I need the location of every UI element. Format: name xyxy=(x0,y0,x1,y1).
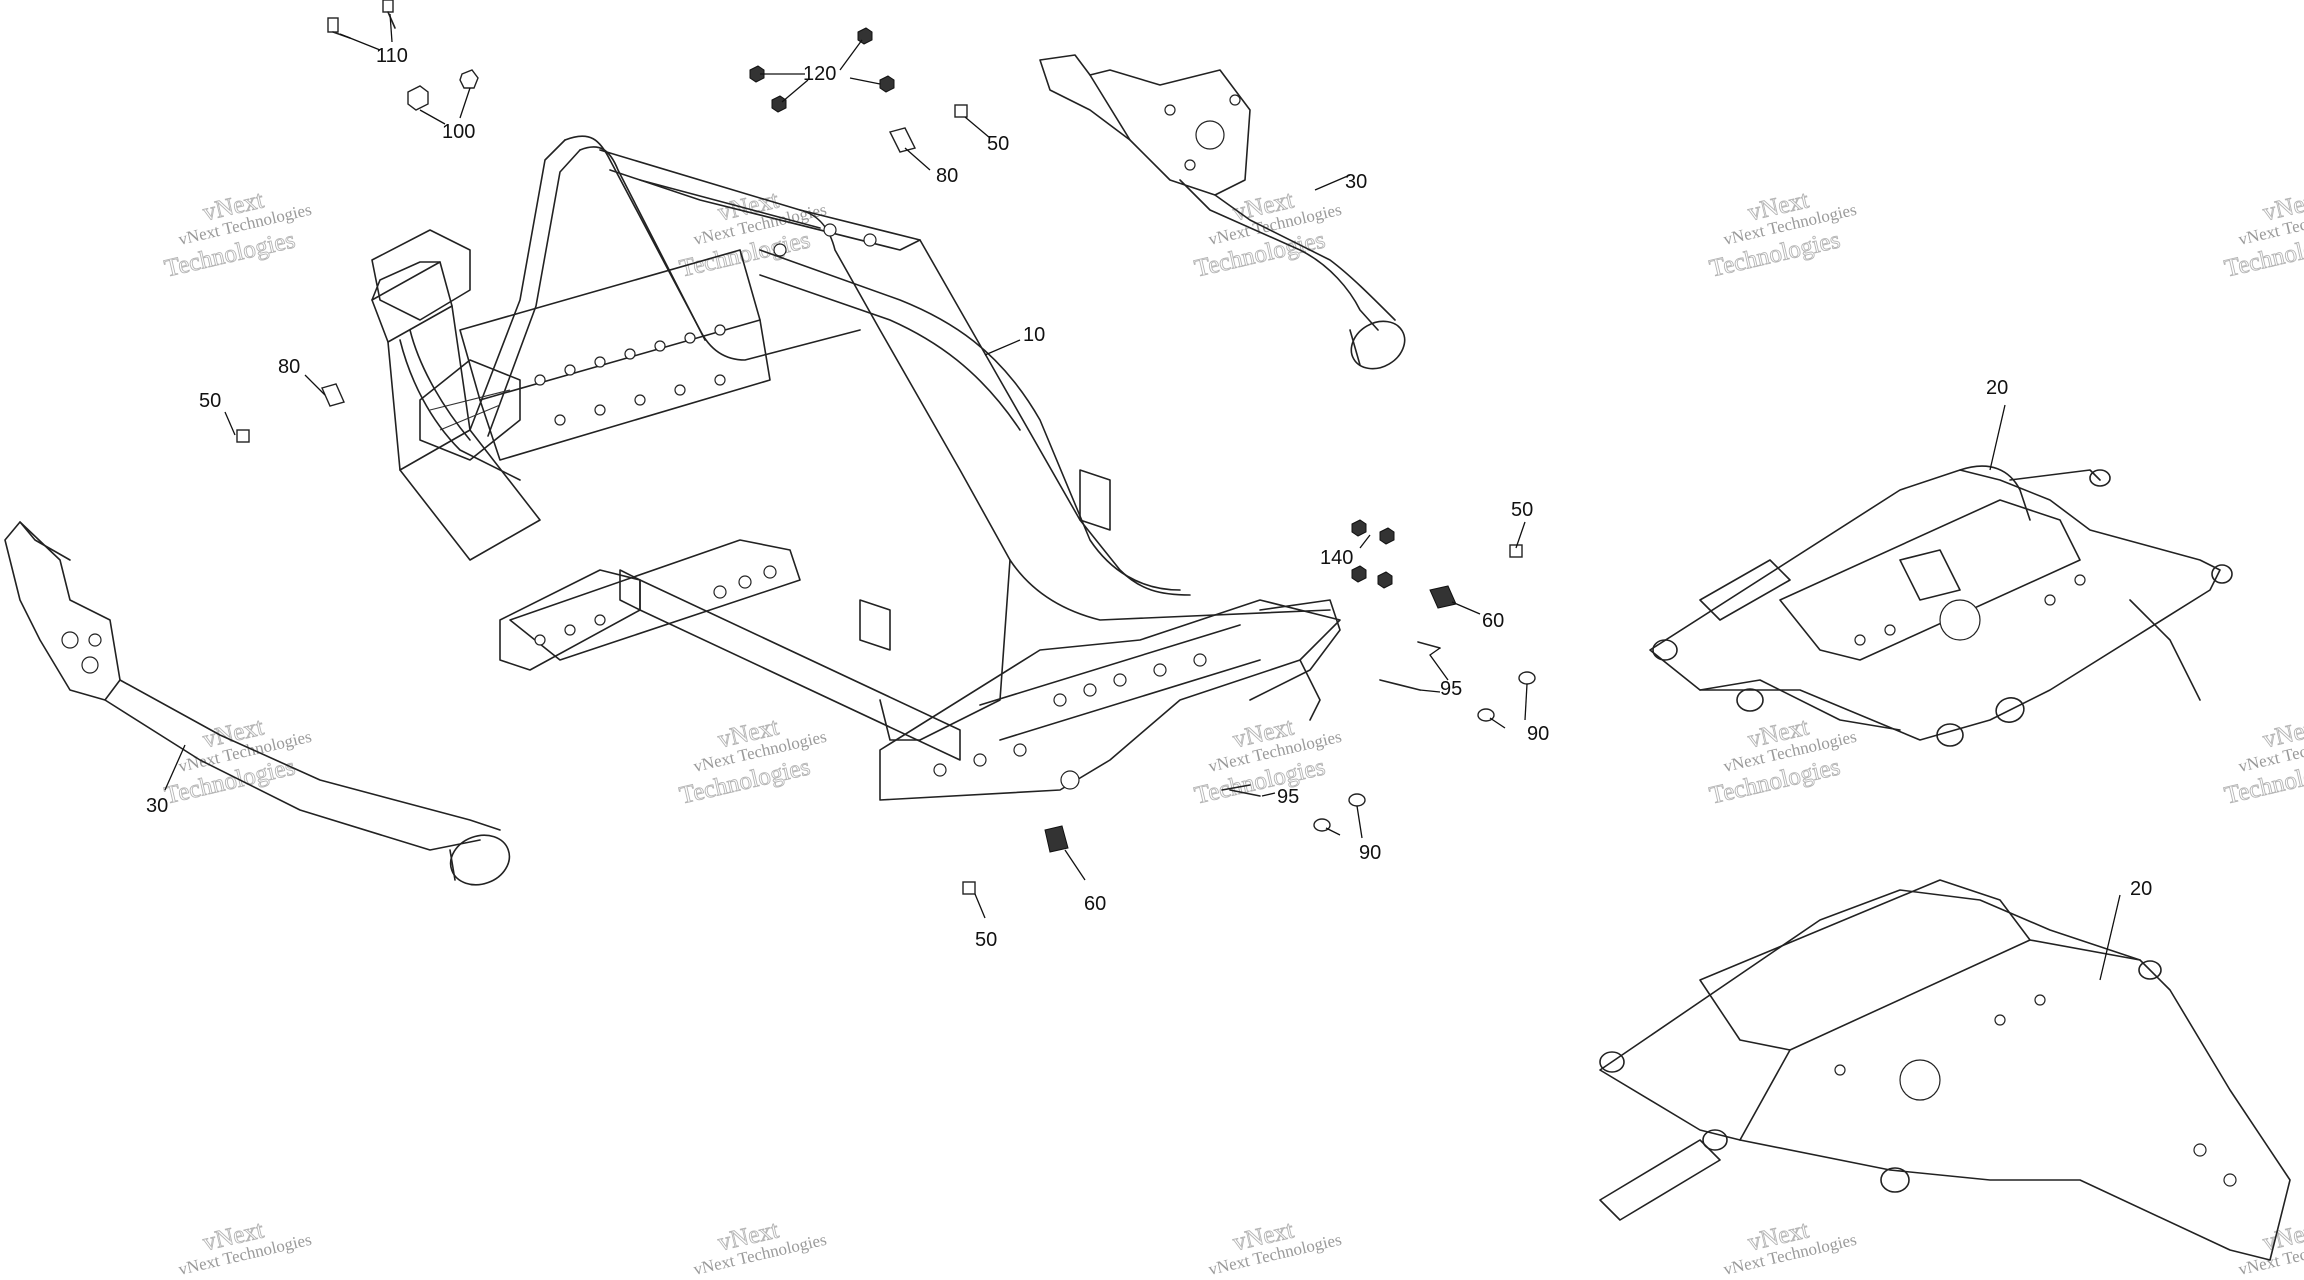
callout-80: 80 xyxy=(936,165,958,187)
callout-50: 50 xyxy=(987,133,1009,155)
watermark: vNext vNext Technologies Technologies xyxy=(1192,186,1344,283)
watermark: vNext vNext Technologies Technologies xyxy=(677,713,829,810)
leader-lines xyxy=(164,13,2121,981)
watermark: vNext vNext Technologies xyxy=(177,1216,314,1279)
callout-30: 30 xyxy=(1345,171,1367,193)
subframe-upper-drawing xyxy=(1649,465,2233,747)
watermark: vNext vNext Technologies Technologies xyxy=(677,186,829,283)
watermark-layer: vNext vNext Technologies Technologies vN… xyxy=(162,186,2304,1279)
callout-140: 140 xyxy=(1320,547,1353,569)
callout-50: 50 xyxy=(975,929,997,951)
bolt-50 xyxy=(962,881,976,895)
watermark: vNext vNext Technologies xyxy=(1207,1216,1344,1279)
callout-90: 90 xyxy=(1527,723,1549,745)
bolt-95 xyxy=(1229,789,1261,797)
callout-20: 20 xyxy=(2130,878,2152,900)
watermark: vNext vNext Technologies Technologies xyxy=(2222,186,2304,283)
callout-labels: 110 100 120 50 80 30 10 80 50 20 50 140 … xyxy=(146,45,2152,951)
bolt-95 xyxy=(1379,679,1421,691)
bolt-95 xyxy=(1417,641,1441,649)
clip-60 xyxy=(1429,585,1457,609)
callout-100: 100 xyxy=(442,121,475,143)
watermark: vNext vNext Technologies Technologies xyxy=(162,713,314,810)
callout-110: 110 xyxy=(376,45,408,67)
callout-95: 95 xyxy=(1440,678,1462,700)
clip-80 xyxy=(888,127,917,153)
nut-140 xyxy=(1351,519,1395,589)
callout-90: 90 xyxy=(1359,842,1381,864)
main-frame-drawing xyxy=(371,135,1341,801)
clip-60 xyxy=(1044,825,1069,853)
rear-arm-lower-drawing xyxy=(4,521,511,886)
callout-60: 60 xyxy=(1482,610,1504,632)
callout-95: 95 xyxy=(1277,786,1299,808)
bolt-50 xyxy=(1509,544,1523,558)
callout-60: 60 xyxy=(1084,893,1106,915)
callout-20: 20 xyxy=(1986,377,2008,399)
bolt-50 xyxy=(236,429,250,443)
nut-100 xyxy=(407,69,479,111)
watermark: vNext vNext Technologies Technologies xyxy=(1192,713,1344,810)
callout-120: 120 xyxy=(803,63,836,85)
bolt-110 xyxy=(327,0,396,39)
washer-90 xyxy=(1348,793,1366,807)
fasteners xyxy=(236,0,1536,895)
rear-arm-upper-drawing xyxy=(1039,54,1406,370)
washer-90 xyxy=(1518,671,1536,685)
subframe-lower-drawing xyxy=(1599,879,2291,1261)
watermark: vNext vNext Technologies xyxy=(1722,1216,1859,1279)
callout-50: 50 xyxy=(199,390,221,412)
watermark: vNext vNext Technologies xyxy=(692,1216,829,1279)
callout-80: 80 xyxy=(278,356,300,378)
bolt-50 xyxy=(954,104,968,118)
callout-10: 10 xyxy=(1023,324,1045,346)
callout-50: 50 xyxy=(1511,499,1533,521)
watermark: vNext vNext Technologies Technologies xyxy=(2222,713,2304,810)
callout-30: 30 xyxy=(146,795,168,817)
watermark: vNext vNext Technologies Technologies xyxy=(162,186,314,283)
watermark: vNext vNext Technologies Technologies xyxy=(1707,186,1859,283)
frame-holes xyxy=(534,223,1207,790)
clip-80 xyxy=(321,383,345,407)
watermark: vNext vNext Technologies xyxy=(2237,1216,2304,1279)
bolt-95 xyxy=(1221,784,1251,791)
